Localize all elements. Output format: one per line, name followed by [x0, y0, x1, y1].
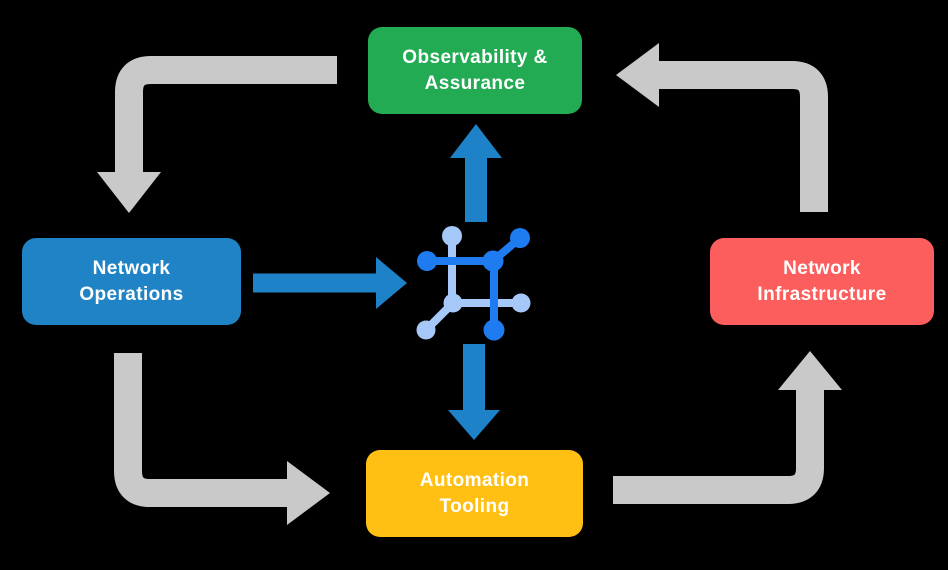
node-label-line: Network [92, 258, 171, 280]
arrow-observability-to-networkops [115, 56, 337, 174]
node-label-line: Assurance [424, 72, 526, 94]
node-label-line: Tooling [439, 495, 510, 517]
arrowhead-right-icon [287, 461, 330, 525]
node-network-infrastructure: Network Infrastructure [710, 238, 934, 325]
arrow-automation-to-infra [613, 388, 824, 504]
mesh-dark-nodes [417, 228, 530, 341]
gray-cycle-arrow-paths [114, 56, 828, 507]
gray-cycle-arrowheads [97, 43, 842, 525]
arrowhead-left-icon [616, 43, 659, 107]
blue-arrowhead-right-icon [376, 257, 407, 309]
node-automation-tooling: Automation Tooling [366, 450, 583, 537]
arrowhead-down-icon [97, 172, 161, 213]
node-label-line: Automation [419, 470, 530, 492]
arrowhead-up-icon [778, 351, 842, 390]
node-observability-assurance: Observability & Assurance [368, 27, 582, 114]
blue-core-arrow-paths [253, 158, 487, 411]
node-network-operations: Network Operations [22, 238, 241, 325]
blue-arrowhead-down-icon [448, 410, 500, 440]
node-label-line: Network [783, 258, 861, 280]
node-label-line: Infrastructure [757, 283, 887, 305]
node-label-line: Operations [79, 283, 184, 305]
network-mesh-icon-svg [416, 226, 531, 341]
mesh-light-nodes [416, 226, 531, 340]
network-mesh-icon [405, 215, 540, 350]
arrow-infra-to-observability [659, 61, 828, 212]
node-label-line: Observability & [402, 47, 548, 69]
arrow-networkops-to-automation [114, 353, 287, 507]
blue-core-arrowheads [376, 124, 502, 440]
blue-arrowhead-up-icon [450, 124, 502, 158]
